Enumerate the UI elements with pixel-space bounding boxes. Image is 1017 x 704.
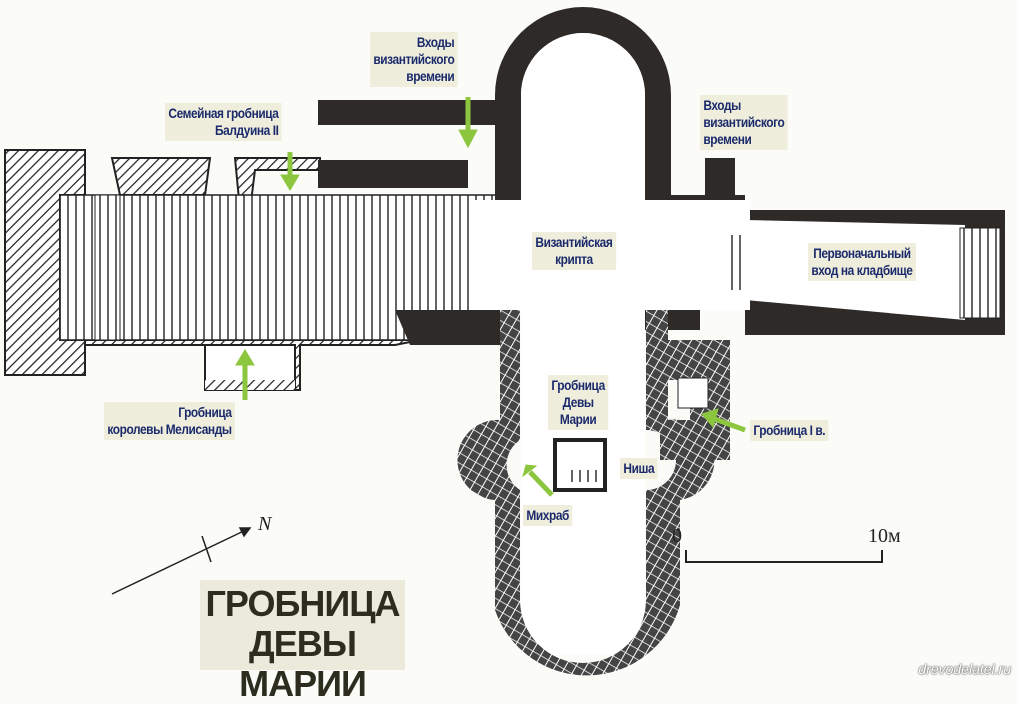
label-line: времени <box>406 68 455 84</box>
watermark: drevodelatel.ru <box>918 661 1011 677</box>
floor-plan <box>4 7 1005 676</box>
label-line: Входы <box>416 34 455 50</box>
label-line: Гробница <box>178 404 232 420</box>
scale-bar <box>685 550 883 563</box>
label-line: Византийская <box>535 234 613 250</box>
label-tomb-1st-century: Гробница I в. <box>750 420 829 441</box>
label-line: Гробница <box>551 377 605 393</box>
label-line: крипта <box>555 251 593 267</box>
label-line: Девы <box>562 394 594 410</box>
label-melisende-tomb: Гробница королевы Мелисанды <box>104 402 235 440</box>
label-byzantine-crypt: Византийская крипта <box>532 232 616 270</box>
north-label: N <box>258 513 272 535</box>
page-title: ГРОБНИЦА ДЕВЫ МАРИИ <box>200 580 405 704</box>
label-line: Балдуина II <box>215 122 279 138</box>
label-line: Марии <box>559 411 597 427</box>
label-line: византийского <box>373 51 455 67</box>
scale-end: 10м <box>868 525 901 547</box>
scale-start: 0 <box>672 525 682 547</box>
west-walls <box>4 149 421 391</box>
lower-walls <box>457 310 730 676</box>
label-line: Первоначальный <box>813 245 911 261</box>
label-mary-tomb: Гробница Девы Марии <box>548 375 609 430</box>
label-mihrab: Михраб <box>523 505 573 526</box>
north-arrow-icon <box>111 527 252 595</box>
label-entrances-byzantine-2: Входы византийского времени <box>700 95 788 150</box>
label-baldwin-tomb: Семейная гробница Балдуина II <box>165 103 282 141</box>
pointer-arrows <box>235 97 746 497</box>
label-original-entrance: Первоначальный вход на кладбище <box>808 243 916 281</box>
label-line: Входы <box>703 97 741 113</box>
label-line: вход на кладбище <box>811 262 913 278</box>
label-line: византийского <box>703 114 785 130</box>
title-line: ДЕВЫ МАРИИ <box>239 623 367 704</box>
label-entrances-byzantine-1: Входы византийского времени <box>370 32 458 87</box>
label-line: Семейная гробница <box>168 105 279 121</box>
title-line: ГРОБНИЦА <box>205 583 401 624</box>
label-niche: Ниша <box>620 458 658 479</box>
label-line: времени <box>703 131 752 147</box>
label-line: королевы Мелисанды <box>107 421 232 437</box>
